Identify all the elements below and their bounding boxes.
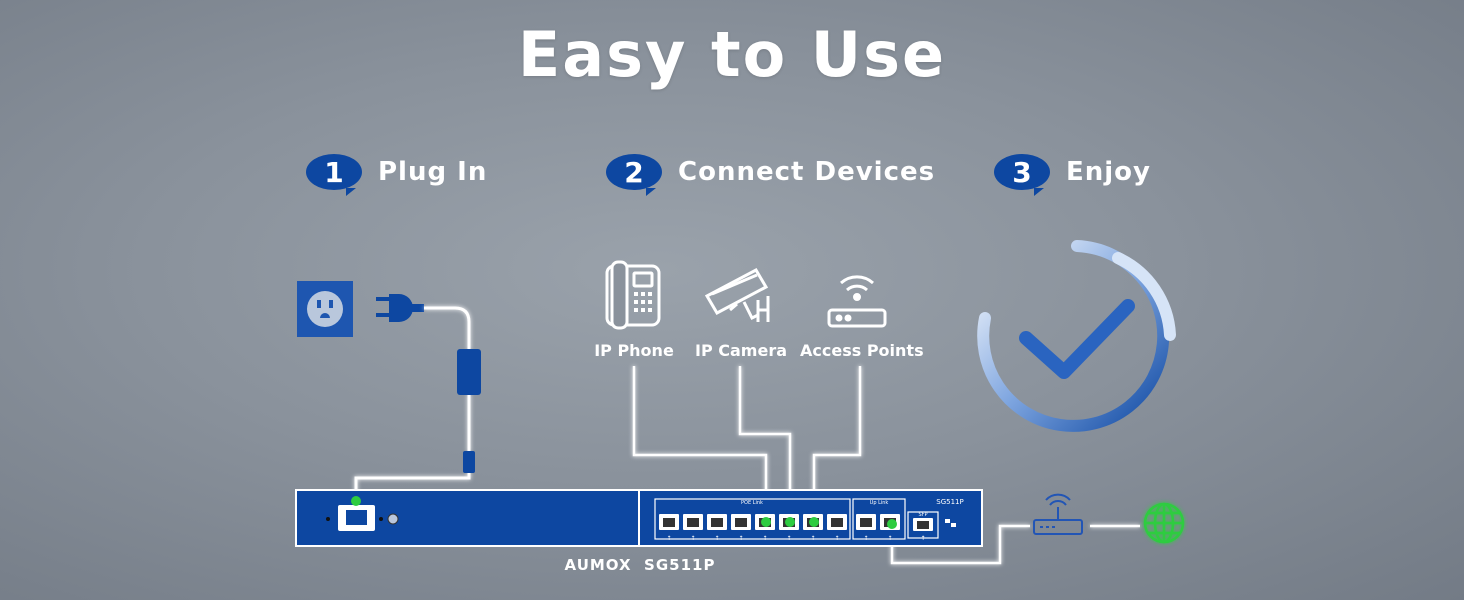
checkmark-circle-icon [977,240,1176,432]
device-label-ip-camera: IP Camera [695,341,787,360]
power-cable [354,306,471,498]
svg-text:↑: ↑ [786,535,791,542]
wall-outlet-icon [297,281,353,337]
step-label: Connect Devices [678,157,936,187]
device-label-access-points: Access Points [800,341,924,360]
switch-face-model: SG511P [936,498,963,506]
step-enjoy: 3 Enjoy [994,150,1151,196]
svg-text:↑: ↑ [714,535,719,542]
svg-text:↑: ↑ [762,535,767,542]
model-caption: AUMOX SG511P [564,556,716,574]
svg-text:↑: ↑ [690,535,695,542]
cable-ferrite-core [457,349,481,395]
step-label: Enjoy [1066,157,1151,187]
poe-link-label: POE Link [741,500,763,506]
device-links [632,366,1140,565]
switch-front-panel: POE Link Up Link SFP SG511P ↑ ↑ ↑ ↑ ↑ ↑ ↑ ↑ ↑ ↑… [638,489,983,547]
device-label-ip-phone: IP Phone [594,341,674,360]
svg-text:↑: ↑ [738,535,743,542]
step-number-badge: 2 [606,154,662,196]
svg-text:↑: ↑ [834,535,839,542]
step-connect-devices: 2 Connect Devices [606,150,936,196]
step-number-badge: 1 [306,154,362,196]
router-icon [1033,493,1083,535]
port-link-leds [761,517,897,529]
svg-text:↑: ↑ [666,535,671,542]
switch-back-panel [295,489,640,547]
svg-text:↑: ↑ [863,535,868,542]
uplink-label: Up Link [870,500,889,506]
power-plug-icon [376,294,424,322]
cable-connector [463,451,475,473]
sfp-label: SFP [918,512,927,518]
globe-icon [1143,502,1185,544]
step-number-badge: 3 [994,154,1050,196]
step-label: Plug In [378,157,488,187]
svg-text:↑: ↑ [887,535,892,542]
step-plug-in: 1 Plug In [306,150,488,196]
camera-icon [704,268,770,322]
svg-text:↑: ↑ [810,535,815,542]
phone-icon [605,260,661,330]
svg-text:↑: ↑ [920,535,925,542]
page-title: Easy to Use [517,18,947,91]
wifi-router-icon [827,275,887,328]
